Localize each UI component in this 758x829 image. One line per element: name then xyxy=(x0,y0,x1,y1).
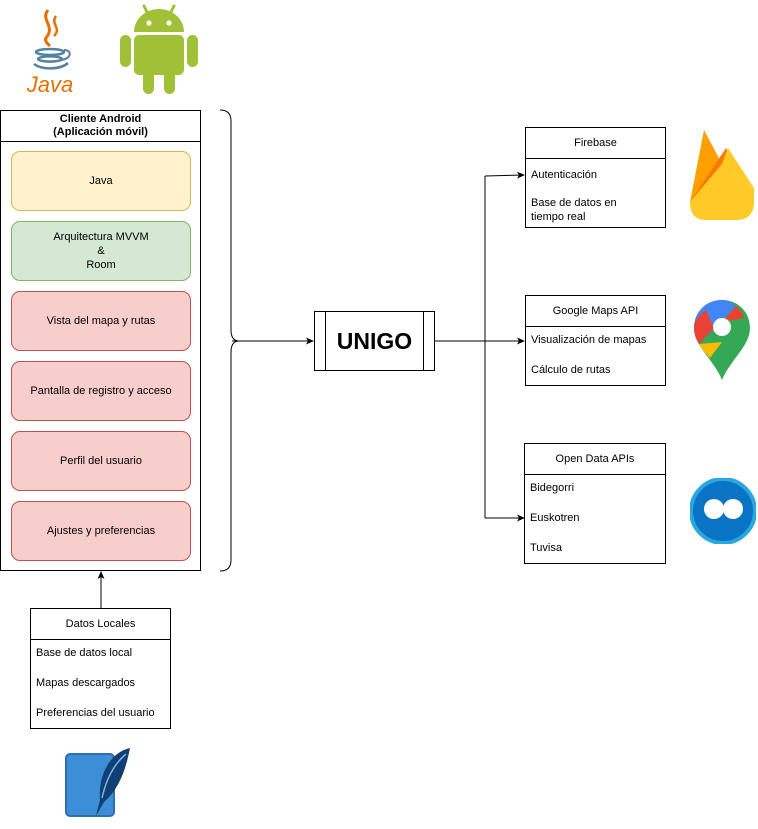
arrow-unigo-to-firebase xyxy=(484,171,525,179)
layer-settings: Ajustes y preferencias xyxy=(11,501,191,561)
firebase-logo-icon xyxy=(688,128,756,222)
java-logo-icon: Java xyxy=(22,6,78,97)
open-data-item: Tuvisa xyxy=(530,542,562,554)
client-android-container: Cliente Android (Aplicación móvil) Java … xyxy=(0,110,201,571)
firebase-box: Firebase Autenticación Base de datos en … xyxy=(525,127,666,228)
layer-architecture: Arquitectura MVVM & Room xyxy=(11,221,191,281)
layer-login-screen: Pantalla de registro y acceso xyxy=(11,361,191,421)
client-title-line1: Cliente Android xyxy=(59,113,142,125)
unigo-label: UNIGO xyxy=(336,327,413,354)
firebase-item: Autenticación xyxy=(531,169,598,181)
open-data-logo-icon xyxy=(689,477,757,545)
open-data-item: Euskotren xyxy=(530,512,580,524)
layer-map-view: Vista del mapa y rutas xyxy=(11,291,191,351)
client-title-line2: (Aplicación móvil) xyxy=(53,126,148,138)
open-data-title: Open Data APIs xyxy=(525,444,665,475)
layer-java: Java xyxy=(11,151,191,211)
google-maps-item: Cálculo de rutas xyxy=(531,364,611,376)
google-maps-item: Visualización de mapas xyxy=(531,334,647,346)
google-maps-title: Google Maps API xyxy=(526,296,665,327)
local-data-item: Preferencias del usuario xyxy=(36,707,155,719)
layer-user-profile: Perfil del usuario xyxy=(11,431,191,491)
open-data-item: Bidegorri xyxy=(530,482,575,494)
unigo-box: UNIGO xyxy=(314,311,435,371)
google-maps-box: Google Maps API Visualización de mapas C… xyxy=(525,295,666,386)
open-data-box: Open Data APIs Bidegorri Euskotren Tuvis… xyxy=(524,443,666,564)
local-data-item: Mapas descargados xyxy=(36,677,136,689)
firebase-item: Base de datos en tiempo real xyxy=(531,197,617,223)
local-data-item: Base de datos local xyxy=(36,647,133,659)
local-data-title: Datos Locales xyxy=(31,609,170,640)
client-android-header: Cliente Android (Aplicación móvil) xyxy=(1,111,200,142)
local-data-box: Datos Locales Base de datos local Mapas … xyxy=(30,608,171,729)
google-maps-pin-icon xyxy=(692,298,752,382)
sqlite-feather-icon xyxy=(64,746,136,824)
java-logo-text: Java xyxy=(26,72,73,96)
firebase-title: Firebase xyxy=(526,128,665,159)
android-logo-icon xyxy=(118,2,200,96)
